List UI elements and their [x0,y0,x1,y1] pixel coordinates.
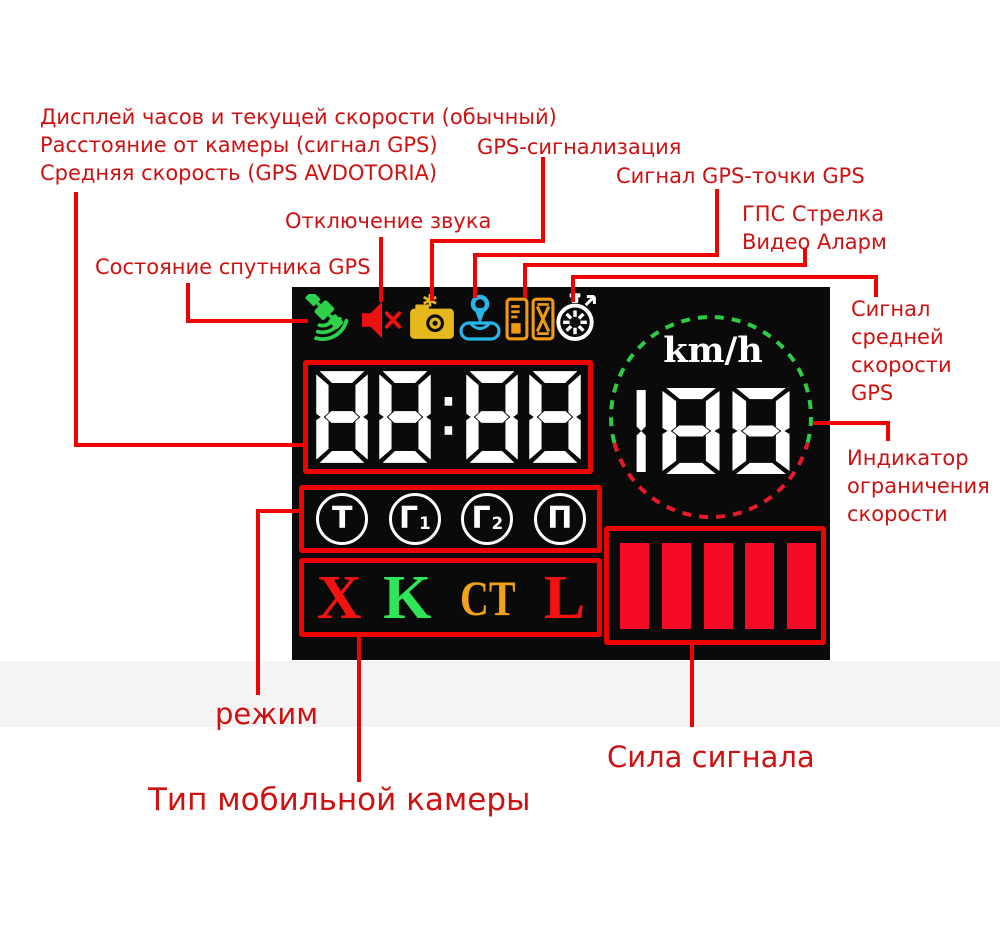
signal-strength-frame [604,526,826,645]
label-satellite: Состояние спутника GPS [95,255,371,279]
background-band [0,661,1000,727]
clock-frame [303,360,593,474]
connector-gps-alarm-v1 [541,157,545,243]
label-avg-line2: средней [851,325,944,349]
connector-limit-v [886,421,890,441]
speed-unit: km/h [663,330,763,371]
camera-type-letter: L [543,564,586,632]
label-clock-line2: Расстояние от камеры (сигнал GPS) [40,133,438,157]
connector-satellite-h [186,319,308,323]
clock-display [314,369,583,465]
connector-mute-v [379,237,383,302]
label-clock-line3: Средняя скорость (GPS AVDOTORIA) [40,161,438,185]
connector-satellite-v [186,283,190,323]
connector-limit-h [813,421,890,425]
label-mute: Отключение звука [285,209,492,233]
connector-signal-v [690,643,694,727]
connector-timer-h [571,275,878,279]
label-limit-line3: скорости [847,502,948,526]
connector-timer-v1 [571,275,575,302]
signal-bar [661,543,691,629]
connector-clock-v [74,192,78,447]
label-strelka-line1: ГПС Стрелка [742,202,885,226]
connector-gps-alarm-h [430,239,545,243]
camera-type-letter: X [316,564,362,632]
connector-clock-h [74,443,305,447]
connector-strelka-h [523,263,807,267]
label-avg-line3: скорости [851,353,952,377]
connector-gps-point-v1 [715,189,719,257]
connector-mode-v [256,509,260,695]
mode-button: Т [316,493,369,545]
connector-gps-alarm-v2 [430,239,434,301]
label-avg-line4: GPS [851,381,894,405]
label-clock-line1: Дисплей часов и текущей скорости (обычны… [40,105,557,129]
connector-strelka-v1 [803,248,807,267]
label-avg-speed-signal: Сигнал средней скорости GPS [851,295,952,407]
camera-type-frame [299,558,602,637]
signal-bar [745,543,775,629]
signal-bar [703,543,733,629]
signal-bar [620,543,649,629]
camera-alarm-icon [407,292,457,348]
label-gps-point: Сигнал GPS-точки GPS [616,164,865,188]
gps-point-icon [456,291,504,351]
camera-type-letter: K [383,564,432,632]
label-limit-line2: ограничения [847,474,990,498]
connector-camera-type-v [357,635,361,782]
label-mode: режим [215,697,319,731]
mute-icon [360,297,406,347]
speed-display [630,386,792,476]
connector-strelka-v2 [523,263,527,298]
label-limit-line1: Индикатор [847,446,969,470]
connector-timer-v2 [874,275,878,297]
label-signal-strength: Сила сигнала [607,740,815,774]
mode-button: П [533,493,586,545]
mode-frame [299,485,602,553]
label-camera-type: Тип мобильной камеры [148,782,531,818]
average-speed-timer-icon [549,290,601,350]
satellite-status-icon [300,291,354,352]
label-gps-alarm: GPS-сигнализация [477,135,682,159]
signal-strength-bars [620,543,816,629]
connector-mode-h [256,509,304,513]
label-clock-block: Дисплей часов и текущей скорости (обычны… [40,103,557,187]
connector-gps-point-h [473,253,719,257]
strelka-video-alarm-icon [504,294,556,348]
signal-bar [787,543,816,629]
label-speed-limit: Индикатор ограничения скорости [847,444,990,528]
speed-limit-circle [604,310,818,528]
camera-type-letter: CT [459,570,516,626]
label-avg-line1: Сигнал [851,297,931,321]
label-strelka: ГПС Стрелка Видео Аларм [742,200,887,256]
connector-gps-point-v2 [473,253,477,298]
label-strelka-line2: Видео Аларм [742,230,887,254]
